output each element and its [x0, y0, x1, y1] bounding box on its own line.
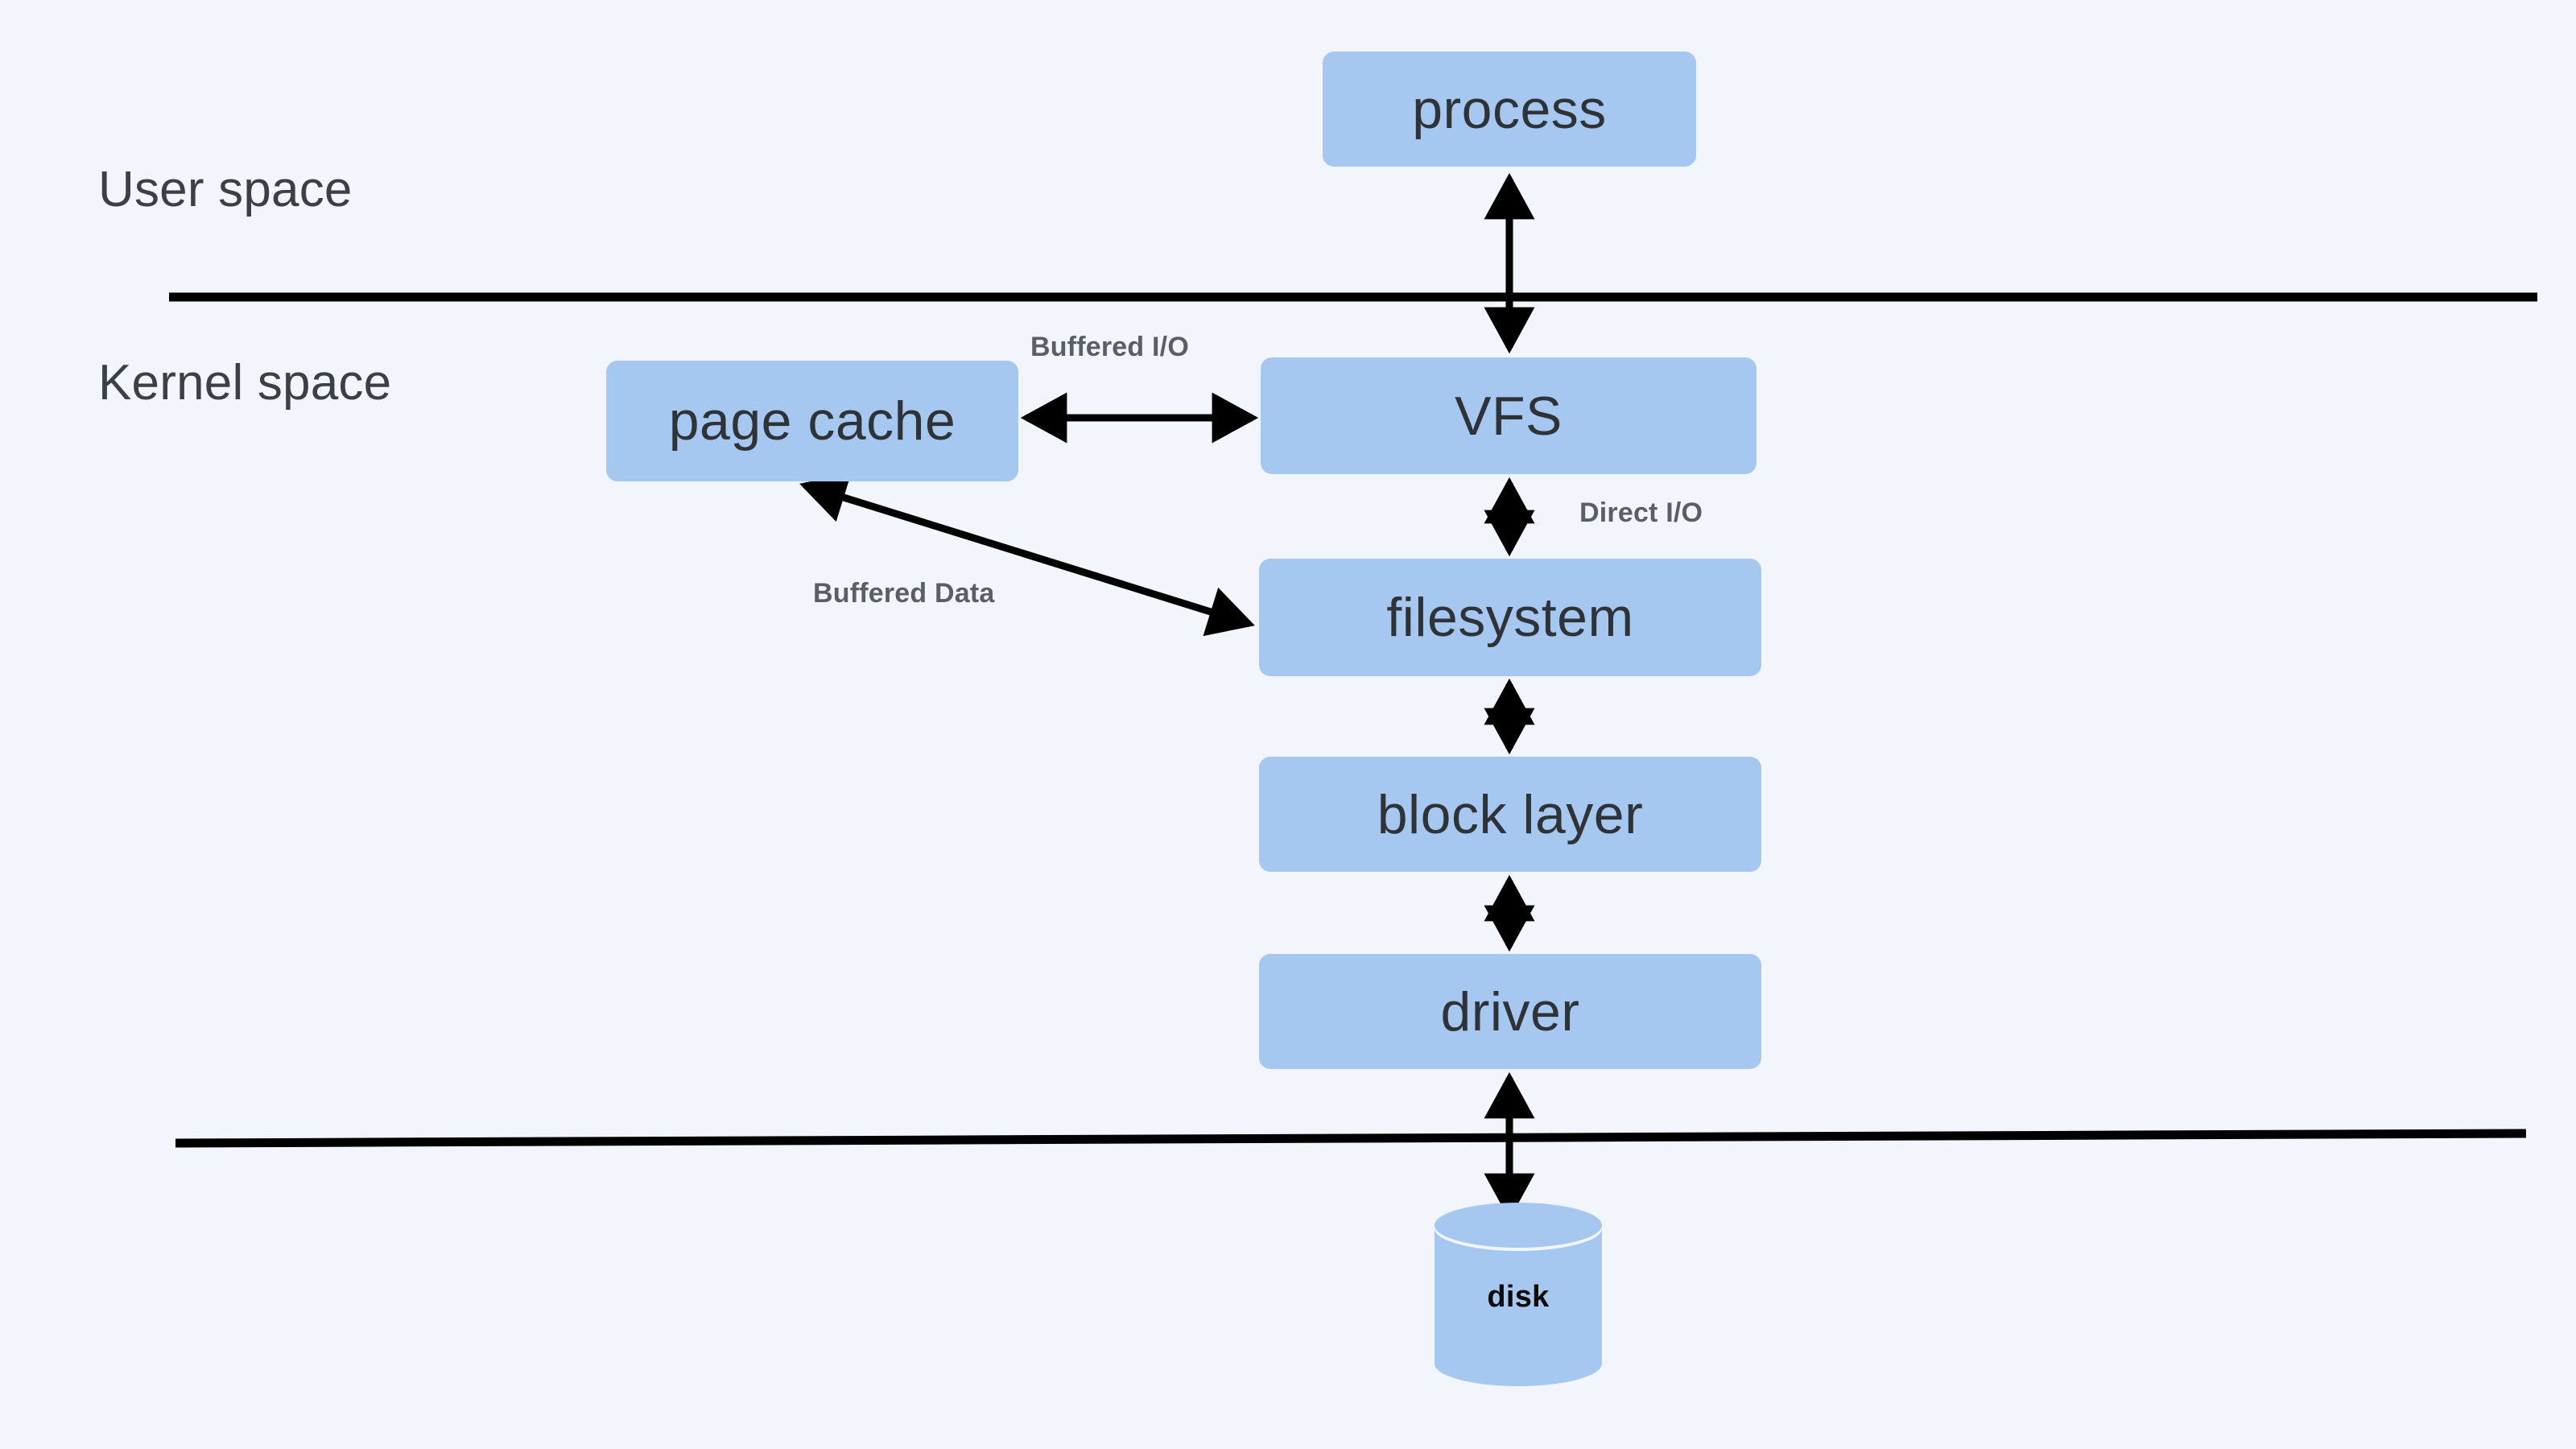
node-block-layer[interactable]: block layer [1259, 757, 1761, 872]
user-space-label: User space [98, 162, 353, 217]
node-disk[interactable]: disk [1435, 1203, 1602, 1404]
disk-cylinder-top-ellipse [1435, 1203, 1602, 1248]
node-page-cache[interactable]: page cache [606, 361, 1018, 481]
node-filesystem[interactable]: filesystem [1259, 559, 1761, 676]
edge-label-direct-io: Direct I/O [1579, 497, 1703, 528]
node-driver[interactable]: driver [1259, 954, 1761, 1069]
node-process[interactable]: process [1323, 52, 1696, 167]
edge-label-buffered-data: Buffered Data [813, 578, 995, 609]
kernel-space-label: Kernel space [98, 355, 392, 411]
edge-label-buffered-io: Buffered I/O [1030, 332, 1189, 362]
kernel-hardware-divider-line [175, 1129, 2527, 1148]
disk-cylinder-body [1435, 1225, 1602, 1386]
node-disk-label: disk [1487, 1280, 1550, 1314]
node-vfs[interactable]: VFS [1261, 357, 1757, 474]
